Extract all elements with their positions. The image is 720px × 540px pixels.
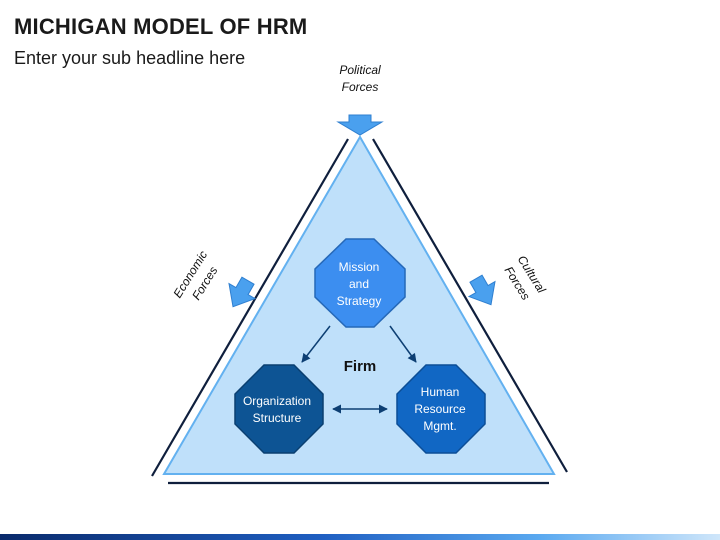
mission-node [314,238,406,328]
connector-mission-hr [389,325,417,363]
page-title: MICHIGAN MODEL OF HRM [14,14,308,39]
political-forces-label: Political Forces [322,62,398,96]
frame-line-right [372,138,568,473]
cultural-force-arrow-icon [467,274,496,306]
mission-node-label: Mission and Strategy [319,259,399,310]
hr-line3: Mgmt. [423,419,457,433]
firm-label: Firm [343,358,377,375]
hr-node [396,364,486,454]
page-subtitle: Enter your sub headline here [14,48,246,68]
mission-line3: Strategy [336,294,382,308]
hr-node-label: Human Resource Mgmt. [400,384,480,435]
mission-line1: Mission [338,260,380,274]
hr-line1: Human [420,385,460,399]
organization-node [234,364,324,454]
economic-force-arrow-icon [228,276,257,308]
bottom-accent-bar [0,534,720,540]
frame-line-left [151,138,349,477]
organization-node-label: Organization Structure [237,393,317,427]
political-force-arrow-icon [336,114,384,136]
mission-line2: and [348,277,370,291]
hr-line2: Resource [414,402,466,416]
organization-line1: Organization [242,394,312,408]
connector-mission-org [301,325,331,363]
organization-line2: Structure [252,411,302,425]
political-forces-line2: Forces [341,80,379,94]
political-forces-line1: Political [339,63,381,77]
